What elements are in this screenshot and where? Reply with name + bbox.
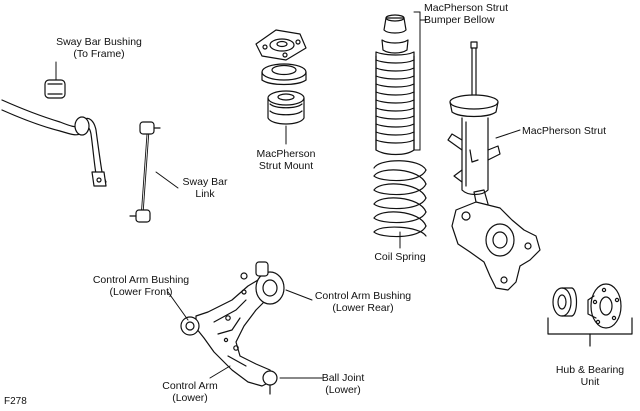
sway-bar-bushing-drawing [44, 79, 66, 99]
label-line: Unit [580, 376, 600, 388]
label-sway-bar-link: Sway Bar Link [172, 176, 238, 200]
label-line: (Lower Front) [109, 286, 173, 298]
figure-id: F278 [4, 396, 27, 407]
label-line: Link [195, 188, 215, 200]
sway-bar-link-drawing [129, 121, 161, 223]
label-line: Control Arm Bushing [314, 290, 412, 302]
label-line: Ball Joint [321, 372, 365, 384]
label-coil-spring: Coil Spring [360, 251, 440, 263]
label-bumper-bellow: MacPherson Strut Bumper Bellow [424, 2, 524, 26]
hub-bearing-drawing [547, 283, 633, 347]
strut-mount-drawing [255, 29, 307, 125]
bumper-bellow-drawing [375, 14, 415, 156]
control-arm-drawing [180, 261, 285, 395]
label-line: (Lower) [172, 392, 208, 404]
label-macpherson-strut: MacPherson Strut [522, 125, 618, 137]
leader-lines [55, 11, 521, 379]
steering-knuckle-drawing [451, 189, 541, 291]
label-line: Strut Mount [258, 160, 314, 172]
label-line: MacPherson [256, 148, 316, 160]
coil-spring-drawing [373, 160, 427, 238]
sway-bar-drawing [1, 99, 107, 187]
label-line: MacPherson Strut [424, 2, 509, 14]
label-control-arm-bushing-rear: Control Arm Bushing (Lower Rear) [308, 290, 418, 314]
label-line: Hub & Bearing [555, 364, 625, 376]
label-control-arm-bushing-front: Control Arm Bushing (Lower Front) [86, 274, 196, 298]
label-sway-bar-bushing: Sway Bar Bushing (To Frame) [44, 36, 154, 60]
label-line: Coil Spring [374, 251, 426, 263]
label-line: Bumper Bellow [424, 14, 495, 26]
label-line: Sway Bar Bushing [56, 36, 142, 48]
macpherson-strut-drawing [447, 41, 501, 196]
label-line: Sway Bar [182, 176, 228, 188]
label-line: MacPherson Strut [522, 125, 607, 137]
label-control-arm: Control Arm (Lower) [150, 380, 230, 404]
label-strut-mount: MacPherson Strut Mount [242, 148, 330, 172]
label-line: Control Arm Bushing [92, 274, 190, 286]
label-line: Control Arm [162, 380, 218, 392]
label-line: (To Frame) [73, 48, 125, 60]
label-line: (Lower Rear) [332, 302, 394, 314]
label-hub-bearing: Hub & Bearing Unit [550, 364, 630, 388]
label-line: (Lower) [325, 384, 361, 396]
label-ball-joint: Ball Joint (Lower) [310, 372, 376, 396]
